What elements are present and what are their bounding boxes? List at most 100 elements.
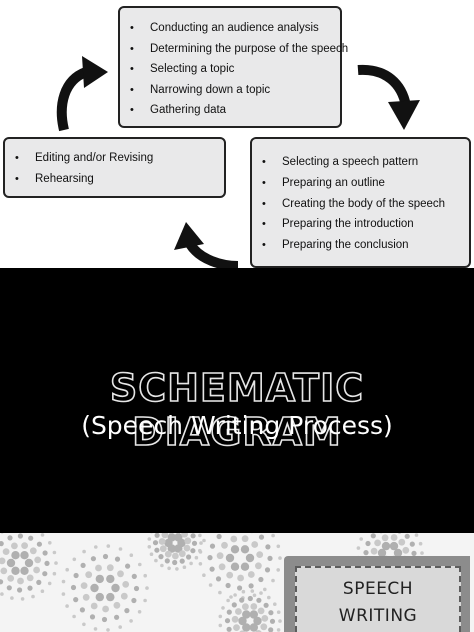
curved-arrow-left-up-icon bbox=[174, 222, 239, 270]
decor-dot bbox=[233, 624, 240, 631]
decor-dot bbox=[85, 571, 93, 579]
decor-dot bbox=[65, 604, 69, 608]
decor-dot bbox=[420, 551, 424, 555]
decor-dot bbox=[168, 533, 174, 534]
decor-dot bbox=[230, 545, 240, 554]
decor-dot bbox=[111, 583, 120, 593]
decor-dot bbox=[95, 564, 102, 572]
decor-dot bbox=[17, 533, 23, 539]
decor-dot bbox=[418, 541, 423, 546]
decor-dot bbox=[258, 576, 264, 583]
decor-dot bbox=[194, 555, 199, 560]
decor-dot bbox=[0, 567, 8, 575]
decor-dot bbox=[17, 587, 23, 593]
decor-dot bbox=[276, 544, 281, 549]
decor-dot bbox=[0, 541, 4, 547]
decor-dot bbox=[265, 544, 271, 550]
badge-inner bbox=[295, 566, 461, 632]
decor-dot bbox=[259, 591, 263, 595]
decor-dot bbox=[256, 551, 264, 558]
decor-dot bbox=[31, 594, 35, 599]
step-item: Selecting a speech pattern bbox=[252, 152, 469, 173]
decor-dot bbox=[145, 586, 149, 590]
decor-dot bbox=[176, 533, 181, 534]
decor-dot bbox=[90, 583, 99, 593]
decor-dot bbox=[250, 589, 255, 593]
decor-dot bbox=[202, 538, 206, 543]
decor-dot bbox=[182, 565, 187, 569]
decor-dot bbox=[90, 602, 98, 610]
decor-dot bbox=[0, 533, 4, 534]
decor-dot bbox=[2, 548, 10, 555]
decor-dot bbox=[381, 534, 389, 542]
curved-arrow-down-right-icon bbox=[357, 64, 420, 130]
decor-dot bbox=[377, 548, 387, 558]
step-box-finalizing: Editing and/or Revising Rehearsing bbox=[3, 137, 226, 198]
step-item: Preparing the conclusion bbox=[252, 235, 469, 256]
decor-dot bbox=[245, 553, 255, 563]
decor-dot bbox=[226, 626, 232, 632]
decor-dot bbox=[199, 541, 203, 545]
step-item: Preparing an outline bbox=[252, 173, 469, 194]
decor-dot bbox=[120, 592, 128, 600]
decor-dot bbox=[118, 547, 123, 551]
decor-dot bbox=[271, 578, 275, 583]
decor-dot bbox=[131, 573, 137, 579]
decor-dot bbox=[161, 533, 169, 539]
decor-dot bbox=[7, 535, 13, 541]
decor-dot bbox=[54, 561, 58, 565]
decor-dot bbox=[95, 574, 105, 584]
decor-dot bbox=[73, 597, 79, 603]
step-item: Editing and/or Revising bbox=[5, 148, 224, 169]
decor-dot bbox=[36, 541, 43, 547]
decor-dot bbox=[6, 558, 16, 568]
step-item: Determining the purpose of the speech bbox=[120, 39, 348, 60]
step-box-drafting: Selecting a speech pattern Preparing an … bbox=[250, 137, 471, 268]
decor-dot bbox=[240, 562, 250, 571]
decor-dot bbox=[226, 571, 234, 579]
decor-dot bbox=[398, 538, 406, 546]
decor-dot bbox=[249, 623, 258, 632]
decor-dot bbox=[154, 547, 160, 553]
decor-dot bbox=[278, 556, 282, 560]
step-item: Narrowing down a topic bbox=[120, 80, 340, 101]
decor-dot bbox=[11, 566, 20, 575]
decor-dot bbox=[124, 608, 130, 614]
decor-dot bbox=[47, 581, 52, 586]
decor-dot bbox=[242, 603, 249, 611]
decor-dot bbox=[44, 560, 50, 566]
decor-dot bbox=[149, 552, 154, 556]
decor-dot bbox=[271, 533, 275, 538]
decor-dot bbox=[209, 543, 216, 549]
decor-dot bbox=[225, 582, 231, 589]
decor-dot bbox=[237, 585, 243, 591]
decor-dot bbox=[7, 575, 15, 582]
decor-dot bbox=[138, 562, 142, 567]
decor-dot bbox=[189, 561, 193, 566]
decor-dot bbox=[208, 583, 213, 587]
decor-dot bbox=[209, 566, 215, 572]
decor-dot bbox=[158, 554, 164, 560]
decor-dot bbox=[160, 563, 164, 568]
decor-dot bbox=[17, 577, 24, 585]
decor-dot bbox=[36, 579, 42, 585]
decor-dot bbox=[215, 576, 222, 582]
step-item: Selecting a topic bbox=[120, 59, 340, 80]
decor-dot bbox=[409, 541, 415, 547]
decor-dot bbox=[147, 537, 152, 541]
decor-dot bbox=[34, 556, 42, 564]
decor-dot bbox=[72, 614, 76, 619]
decor-dot bbox=[250, 603, 258, 610]
decor-dot bbox=[106, 574, 115, 584]
decor-dot bbox=[147, 545, 152, 549]
decor-dot bbox=[122, 581, 130, 588]
decor-dot bbox=[52, 571, 57, 576]
decor-dot bbox=[114, 556, 121, 562]
decor-dot bbox=[230, 535, 238, 543]
decor-dot bbox=[248, 583, 254, 589]
decor-dot bbox=[207, 555, 213, 561]
decor-dot bbox=[224, 618, 231, 624]
decor-dot bbox=[40, 589, 45, 593]
decor-dot bbox=[221, 541, 228, 549]
decor-dot bbox=[198, 562, 203, 566]
